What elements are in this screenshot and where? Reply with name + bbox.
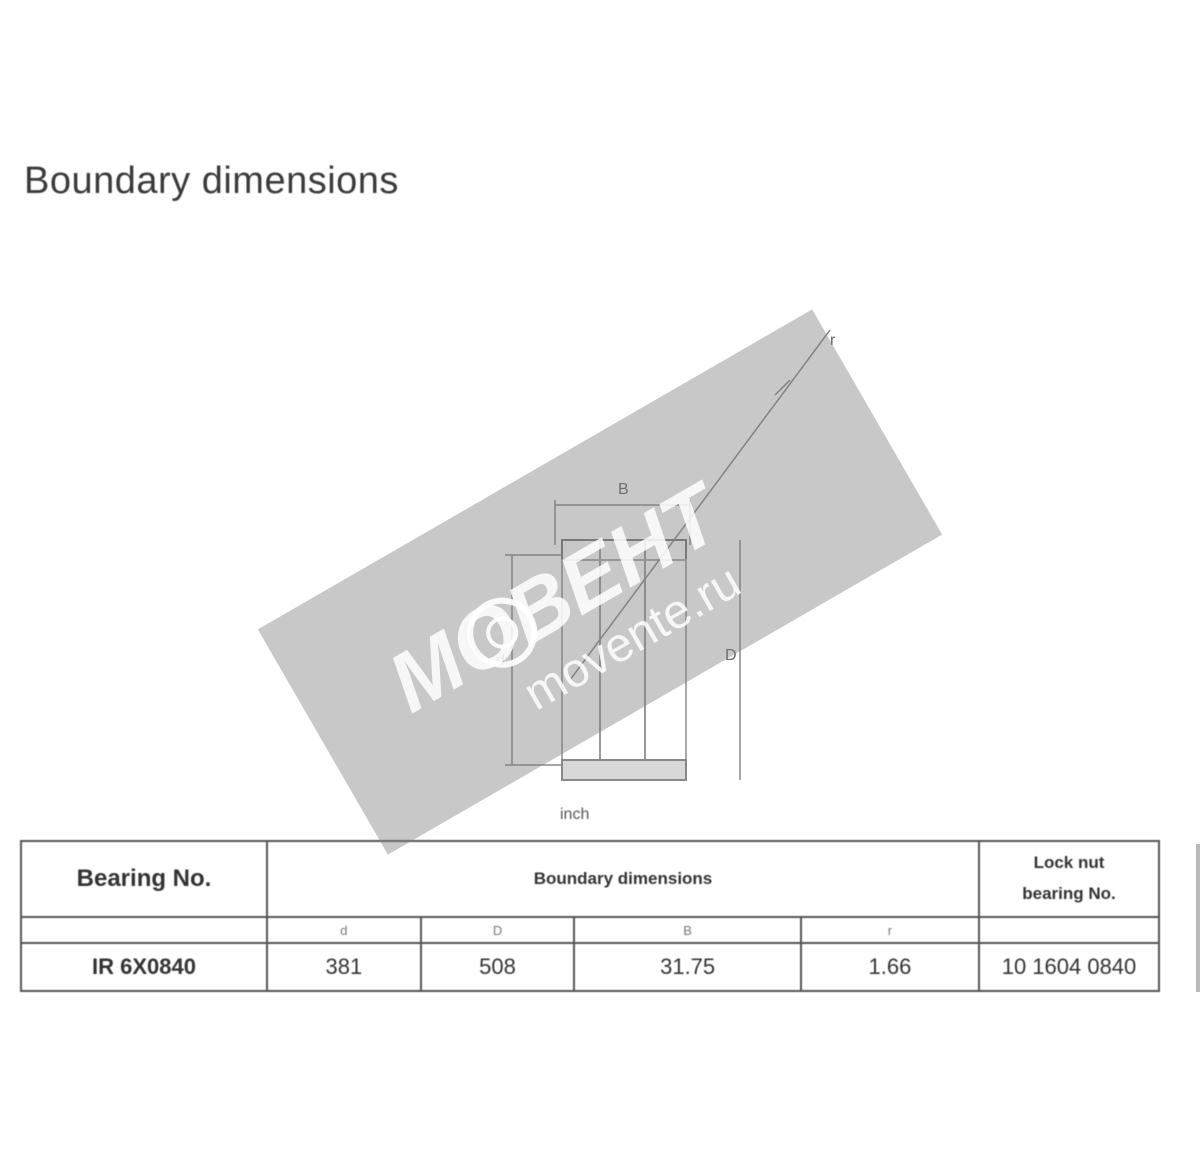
label-r: r [830, 332, 836, 349]
locknut-header: Lock nut bearing No. [978, 840, 1160, 918]
subheader-B: B [573, 916, 802, 944]
empty-subheader [20, 916, 268, 944]
leader-r [569, 329, 831, 681]
cell-r: 1.66 [799, 942, 981, 992]
label-D: D [725, 647, 737, 664]
bearing-inner-ring [561, 559, 687, 761]
locknut-header-line1: Lock nut [1033, 853, 1105, 873]
cell-d: 381 [266, 942, 422, 992]
empty-subheader-right [978, 916, 1160, 944]
subheader-r: r [799, 916, 981, 944]
subheader-d: d [266, 916, 422, 944]
cell-B: 31.75 [573, 942, 802, 992]
boundary-dimensions-header: Boundary dimensions [266, 840, 980, 918]
bearing-outer-ring [561, 539, 687, 781]
locknut-header-line2: bearing No. [1022, 884, 1116, 903]
bearing-no-header: Bearing No. [20, 840, 268, 918]
page-edge-artifact [1196, 844, 1200, 992]
bearing-bottom-band [561, 759, 687, 781]
table-row: IR 6X0840 381 508 31.75 1.66 10 1604 084… [20, 942, 1160, 992]
cell-D: 508 [419, 942, 576, 992]
bearing-outline [561, 539, 687, 781]
leader-r-tick [774, 379, 791, 396]
page-title: Boundary dimensions [24, 160, 399, 202]
cell-locknut: 10 1604 0840 [978, 942, 1160, 992]
label-d: d [496, 652, 505, 669]
unit-caption: inch [560, 806, 590, 823]
dimensions-table: Bearing No. Boundary dimensions Lock nut… [20, 840, 1160, 992]
dimension-lines [505, 329, 831, 780]
label-B: B [618, 481, 629, 498]
subheader-D: D [419, 916, 576, 944]
cell-bearing-no: IR 6X0840 [20, 942, 268, 992]
